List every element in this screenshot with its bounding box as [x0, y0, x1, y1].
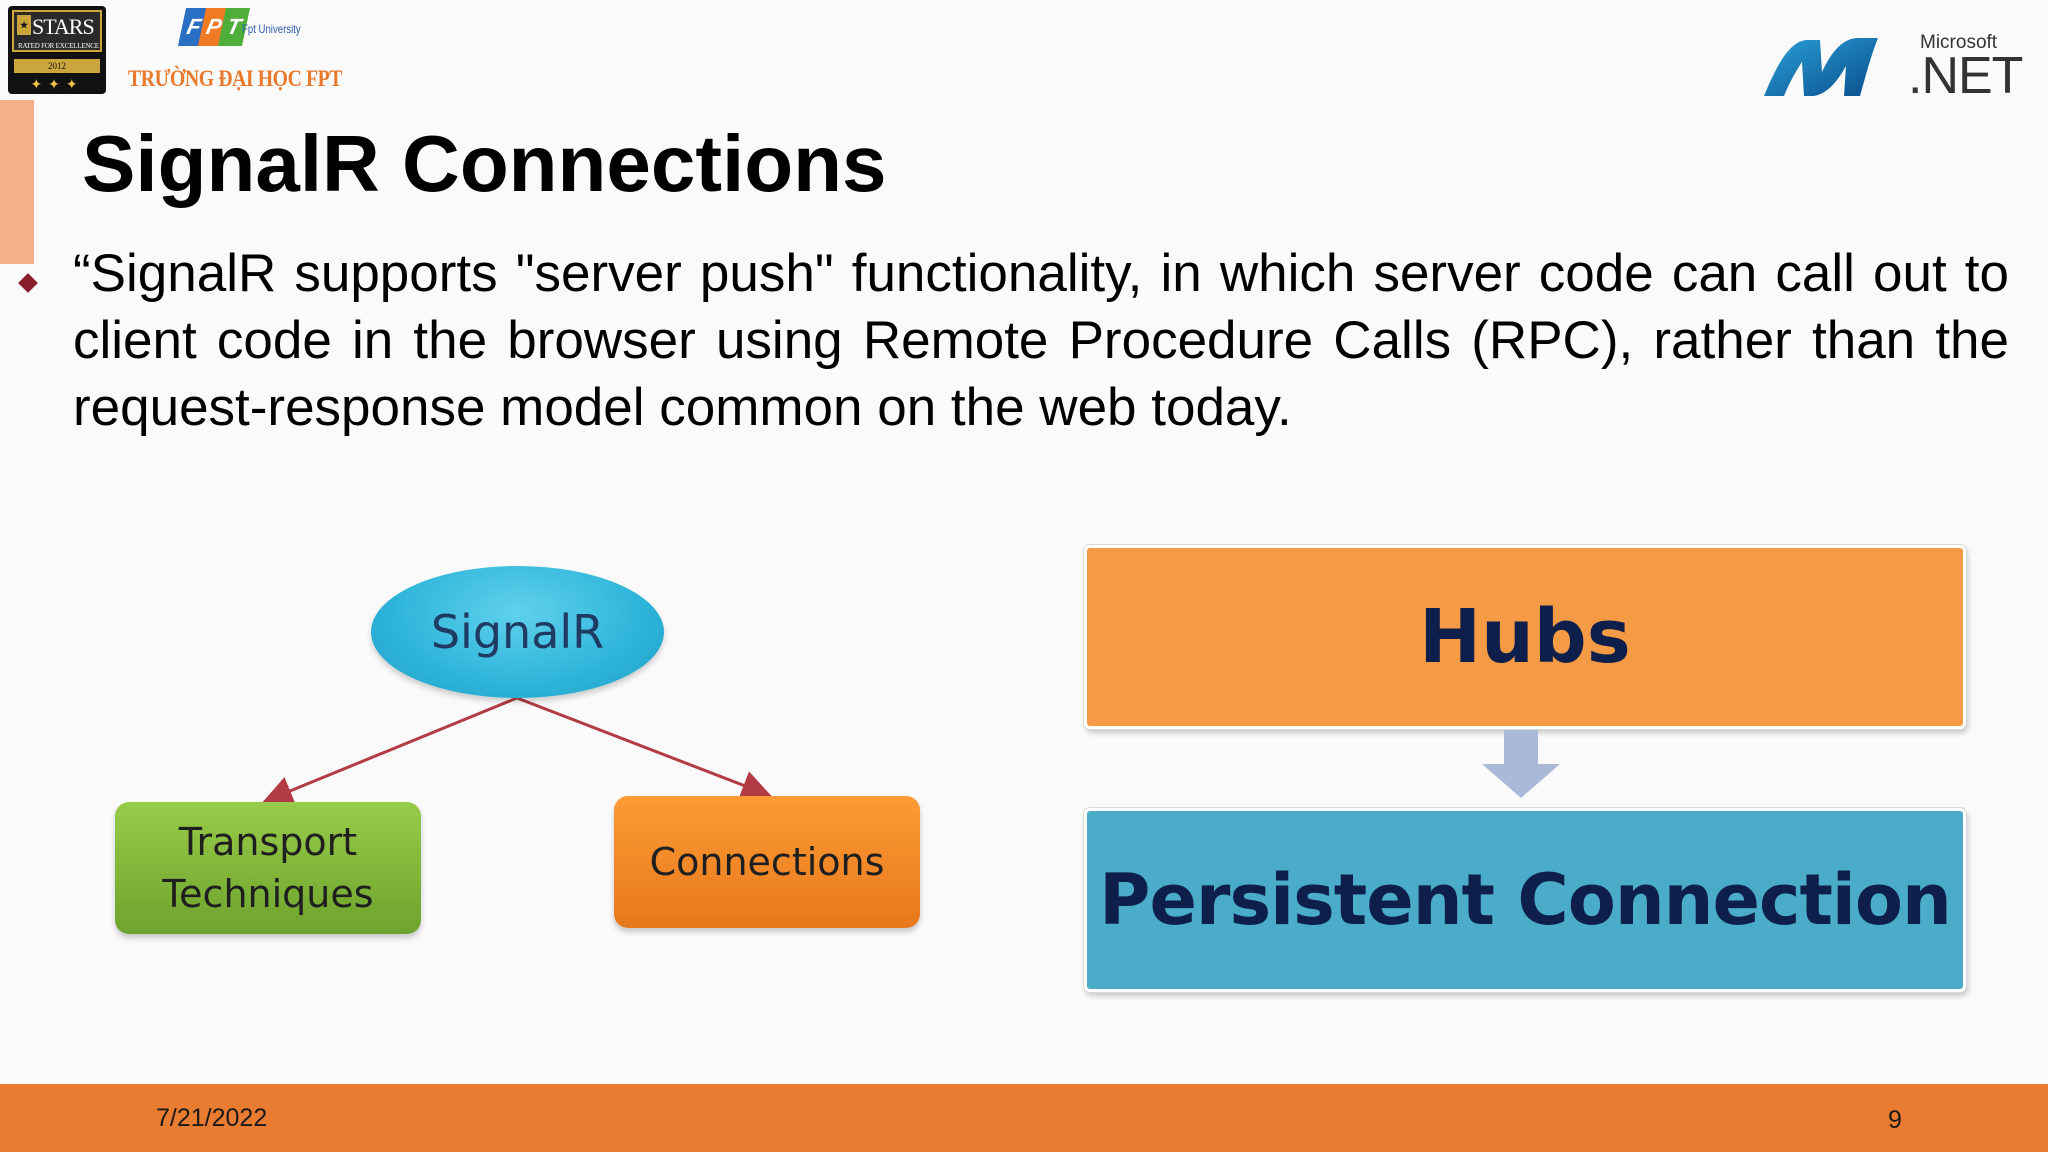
signalr-node: SignalR	[371, 566, 664, 698]
bullet-diamond-icon	[18, 273, 38, 293]
bullet-text: “SignalR supports "server push" function…	[73, 244, 2009, 437]
title-accent-bar	[0, 100, 34, 264]
connections-node: Connections	[614, 796, 920, 928]
stars-logo-subtitle: RATED FOR EXCELLENCE	[18, 42, 99, 50]
arrow-to-transport	[262, 696, 518, 805]
persistent-connection-label: Persistent Connection	[1099, 859, 1952, 941]
fpt-logo-university: Fpt University	[242, 22, 301, 36]
transport-techniques-label: Transport Techniques	[162, 820, 374, 916]
down-arrow-icon	[1482, 730, 1560, 798]
transport-techniques-node: Transport Techniques	[115, 802, 421, 934]
slide-footer: 7/21/2022 9	[0, 1084, 2048, 1152]
stars-logo-year: 2012	[14, 59, 100, 73]
signalr-node-label: SignalR	[430, 605, 605, 659]
arrow-to-connections	[516, 696, 772, 800]
fpt-logo: F P T Fpt University	[177, 8, 320, 52]
stars-logo-panel: ★ STARS RATED FOR EXCELLENCE	[12, 10, 102, 52]
stars-logo-badge: ★	[17, 15, 31, 35]
dotnet-logo-brand: Microsoft	[1920, 32, 1998, 53]
fpt-school-name: TRƯỜNG ĐẠI HỌC FPT	[128, 66, 343, 91]
slide-title: SignalR Connections	[82, 119, 887, 208]
footer-date: 7/21/2022	[156, 1104, 268, 1132]
stars-logo: ★ STARS RATED FOR EXCELLENCE 2012 ✦✦✦	[8, 6, 106, 94]
dotnet-wave-icon	[1764, 38, 1878, 96]
dotnet-logo-product: .NET	[1908, 47, 2023, 105]
hubs-label: Hubs	[1419, 594, 1631, 680]
dotnet-logo: Microsoft .NET	[1760, 32, 2024, 105]
stars-logo-word: STARS	[32, 14, 95, 39]
persistent-connection-box: Persistent Connection	[1084, 808, 1966, 992]
stars-logo-rating-icon: ✦✦✦	[30, 76, 84, 92]
connections-label: Connections	[649, 840, 885, 884]
hubs-box: Hubs	[1084, 545, 1966, 729]
footer-page-number: 9	[1888, 1106, 1902, 1134]
